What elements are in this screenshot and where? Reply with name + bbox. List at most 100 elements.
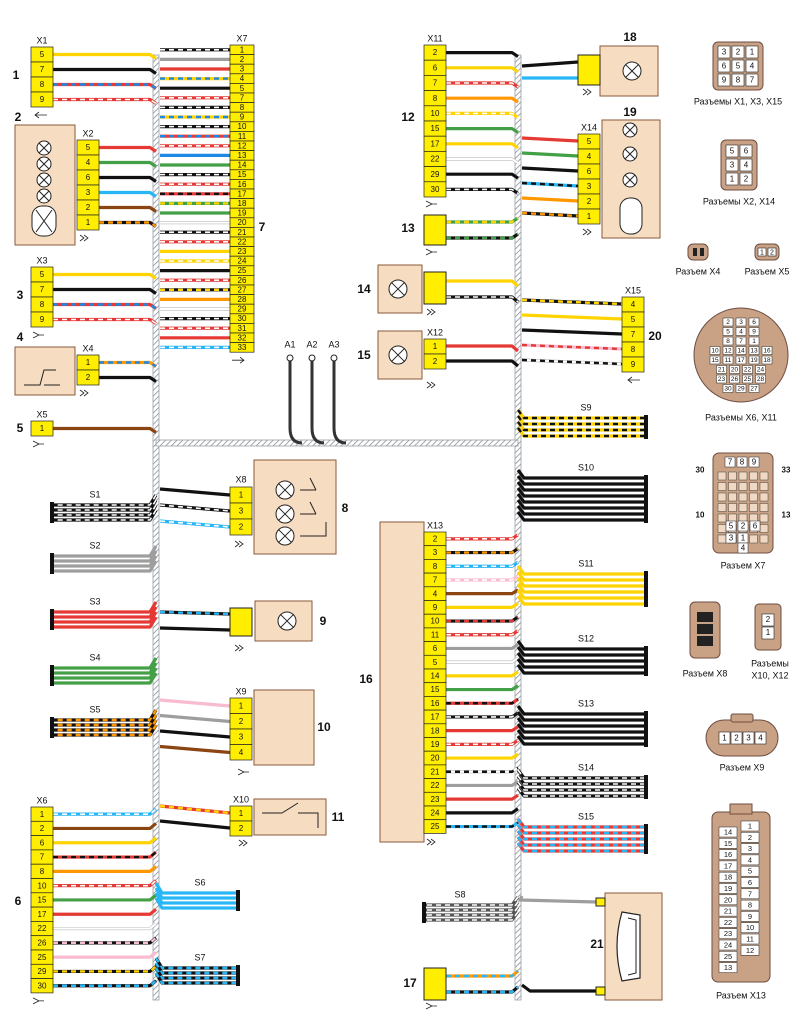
pin-number: 5 bbox=[587, 137, 592, 146]
pin-number: 8 bbox=[433, 562, 438, 571]
legend-pin-number: 13 bbox=[724, 963, 732, 972]
wire-stripe bbox=[446, 296, 519, 303]
wire-x6 bbox=[53, 807, 158, 816]
lamp-cross bbox=[278, 507, 292, 521]
wire-x11 bbox=[446, 187, 519, 195]
wire-x2 bbox=[99, 190, 157, 198]
wire-outline bbox=[52, 709, 158, 722]
splice-wire bbox=[52, 714, 158, 727]
legend-connector-icon bbox=[687, 243, 709, 261]
connector-x8 bbox=[229, 486, 253, 536]
legend-pin-number: 10 bbox=[711, 348, 719, 355]
splice-wire bbox=[516, 787, 645, 798]
wire-stripe bbox=[99, 361, 157, 368]
legend-pin-number: 12 bbox=[724, 348, 732, 355]
pin bbox=[30, 978, 54, 994]
wire-core bbox=[446, 158, 519, 164]
connector-label: X12 bbox=[427, 327, 443, 337]
pin-number: 5 bbox=[86, 143, 91, 152]
legend-pin bbox=[729, 374, 740, 384]
connector-label: X7 bbox=[236, 33, 247, 43]
splice-wire bbox=[52, 499, 158, 512]
wire-x1 bbox=[53, 67, 157, 75]
legend-pin bbox=[735, 346, 747, 355]
wire-outline bbox=[516, 652, 645, 663]
wire-stripe bbox=[53, 979, 157, 987]
legend-pin bbox=[718, 917, 738, 928]
wire-outline bbox=[53, 97, 157, 105]
lamp-icon bbox=[622, 122, 638, 138]
pin bbox=[621, 356, 645, 373]
wire-outline bbox=[516, 571, 645, 582]
pin-number: 9 bbox=[240, 113, 245, 122]
legend-pin-number: 14 bbox=[737, 348, 745, 355]
wire-outline bbox=[516, 589, 645, 600]
pin bbox=[76, 214, 100, 231]
wire-stripe bbox=[446, 188, 519, 195]
legend-pin-number: 3 bbox=[722, 48, 727, 57]
legend-pin bbox=[717, 492, 727, 502]
legend-pin-number: 16 bbox=[763, 348, 771, 355]
wire-outline bbox=[516, 646, 645, 657]
pin-number: 26 bbox=[238, 276, 247, 285]
pin-number: 5 bbox=[40, 270, 45, 279]
device-10-body bbox=[253, 689, 315, 766]
wire-outline bbox=[53, 807, 158, 816]
wire-13 bbox=[446, 232, 519, 240]
splice-wire bbox=[516, 583, 645, 594]
legend-pin-number: 7 bbox=[748, 889, 752, 898]
wire-outline bbox=[516, 717, 645, 728]
legend-pin-number: 5 bbox=[736, 62, 741, 71]
legend-title: Разъемы X1, X3, X15 bbox=[694, 96, 782, 106]
wire-outline bbox=[53, 879, 158, 888]
wire-outline bbox=[516, 469, 645, 480]
wire-outline bbox=[446, 670, 519, 678]
pin-number: 19 bbox=[431, 740, 440, 749]
wire-outline bbox=[159, 744, 231, 755]
wire-outline bbox=[516, 658, 645, 669]
legend-pin-number: 10 bbox=[746, 923, 754, 932]
connector-x2 bbox=[76, 139, 100, 231]
wire-outline bbox=[53, 272, 157, 280]
legend-pin bbox=[749, 503, 758, 512]
wire-outline bbox=[446, 725, 519, 733]
pin-number: 15 bbox=[431, 685, 440, 694]
wire-x11 bbox=[446, 51, 519, 58]
legend-title: Разъем X5 bbox=[745, 266, 790, 276]
wire-outline bbox=[53, 965, 158, 974]
wire-x1 bbox=[53, 82, 157, 90]
splice-wire bbox=[516, 565, 645, 576]
legend-latch bbox=[730, 713, 754, 723]
splice-cap bbox=[50, 553, 54, 574]
splice-wire bbox=[52, 504, 158, 517]
callout-number: 7 bbox=[259, 220, 266, 234]
wire-stripe bbox=[517, 415, 645, 426]
wire-stripe bbox=[53, 303, 157, 310]
connector-label: X13 bbox=[427, 520, 443, 530]
callout-number: 19 bbox=[623, 105, 637, 119]
legend-pin bbox=[738, 503, 748, 512]
splice-wire bbox=[516, 487, 645, 498]
lamp-cross bbox=[280, 614, 294, 628]
wire-x11 bbox=[446, 127, 519, 134]
wire-stripe bbox=[446, 534, 519, 540]
legend-pin-number: 26 bbox=[731, 376, 739, 383]
wire-outline bbox=[516, 499, 645, 510]
wire-stripe bbox=[517, 427, 645, 438]
connector-x14 bbox=[577, 133, 601, 225]
splice-wire bbox=[516, 717, 645, 728]
wire-x6 bbox=[53, 908, 158, 916]
connector-9-plug bbox=[229, 607, 253, 637]
splice-label: S5 bbox=[89, 704, 100, 714]
wire-x1 bbox=[53, 52, 157, 60]
lamp-cross bbox=[38, 190, 50, 202]
wire-stripe bbox=[53, 880, 157, 887]
splice-wire bbox=[52, 606, 158, 619]
double-chevron-icon bbox=[582, 88, 592, 96]
legend-pin bbox=[735, 336, 747, 346]
wire-outline bbox=[521, 983, 596, 993]
legend-pin-number: 25 bbox=[724, 952, 732, 961]
device-9-end-mark bbox=[234, 644, 244, 652]
lamp-cross bbox=[391, 282, 405, 296]
relay-icon bbox=[619, 197, 643, 235]
